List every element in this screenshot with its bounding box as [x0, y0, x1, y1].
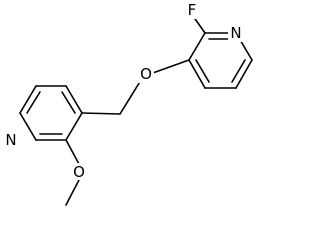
bond-c3-o: [149, 59, 190, 75]
bond-c6-c5-inner: [231, 59, 246, 83]
ether-linkage: [81, 59, 190, 115]
bond-c5-c6: [19, 85, 37, 114]
left-pyridine-ring: [19, 85, 83, 141]
atom-label-fluorine: F: [188, 1, 197, 19]
bond-c3-c4: [65, 85, 83, 114]
bond-c2-c3: [65, 112, 83, 141]
atom-label-ether-oxygen: O: [140, 65, 152, 83]
bond-c4-c3: [188, 59, 206, 89]
bond-ch2-c3: [81, 112, 121, 115]
bond-o-ch3: [65, 179, 80, 206]
bond-c3-c2: [188, 32, 206, 61]
bond-c6-c5: [235, 59, 253, 89]
bond-c5-c6-inner: [26, 91, 41, 114]
bond-c4-c3-inner: [195, 59, 210, 83]
bond-c3-c4-inner: [61, 91, 76, 114]
atom-labels: F N O N O: [3, 1, 244, 181]
atom-label-methoxy-oxygen: O: [73, 163, 85, 181]
methoxy-group: [65, 139, 80, 206]
structure-diagram: F N O N O: [3, 1, 253, 206]
atom-label-nitrogen-left: N: [5, 131, 16, 149]
bond-c2-o: [65, 139, 80, 165]
bond-c6-n: [19, 112, 37, 141]
bond-o-ch2: [119, 79, 142, 115]
atom-label-nitrogen-right: N: [230, 24, 241, 42]
